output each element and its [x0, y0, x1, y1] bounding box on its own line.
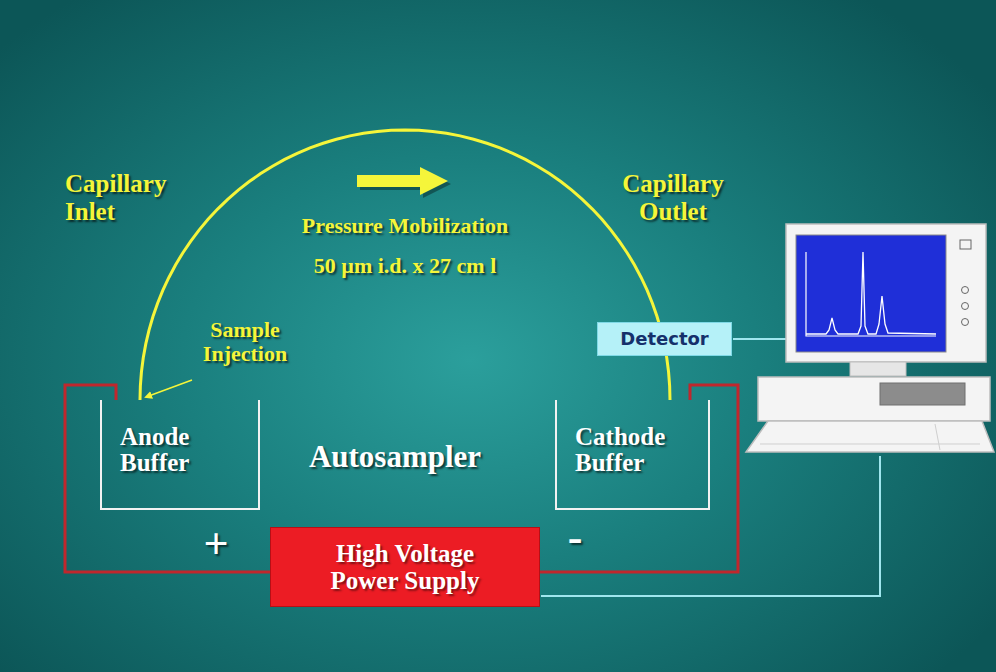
power-supply-box: High Voltage Power Supply	[270, 527, 540, 607]
control-wire	[541, 456, 880, 596]
power-wire	[540, 385, 738, 572]
electropherogram-trace	[806, 252, 936, 334]
part-label: Autosampler	[275, 440, 515, 474]
node-text: High Voltage Power Supply	[313, 540, 497, 595]
monitor-screen	[796, 235, 946, 352]
flow-arrow	[357, 167, 448, 195]
monitor-button	[962, 287, 969, 294]
keyboard-row	[760, 444, 980, 445]
part-label: Capillary Inlet	[65, 170, 215, 225]
keyboard	[746, 421, 994, 452]
signal-wire	[733, 338, 788, 340]
part-label: Capillary Outlet	[598, 170, 748, 225]
node-text: Cathode Buffer	[575, 424, 698, 477]
monitor-case	[786, 224, 986, 362]
polarity-sign: +	[196, 520, 236, 568]
leader-line	[146, 380, 192, 397]
power-wire	[65, 385, 270, 572]
monitor-stand	[850, 362, 906, 376]
keyboard-row	[935, 424, 940, 450]
dimension-label: 50 µm i.d. x 27 cm l	[245, 254, 565, 278]
chart-axes	[806, 252, 936, 336]
monitor-button	[962, 303, 969, 310]
buffer-vial: Anode Buffer	[100, 400, 260, 510]
monitor-button	[960, 240, 971, 249]
node-text: Anode Buffer	[120, 424, 248, 477]
mode-label: Pressure Mobilization	[245, 214, 565, 238]
capillary	[140, 130, 670, 400]
monitor-button	[962, 319, 969, 326]
disk-drive	[880, 383, 965, 405]
part-label: Sample Injection	[170, 318, 320, 366]
detector-box: Detector	[597, 322, 732, 356]
buffer-vial: Cathode Buffer	[555, 400, 710, 510]
node-text: Detector	[620, 328, 708, 350]
computer-base	[758, 377, 990, 421]
polarity-sign: -	[560, 514, 590, 562]
